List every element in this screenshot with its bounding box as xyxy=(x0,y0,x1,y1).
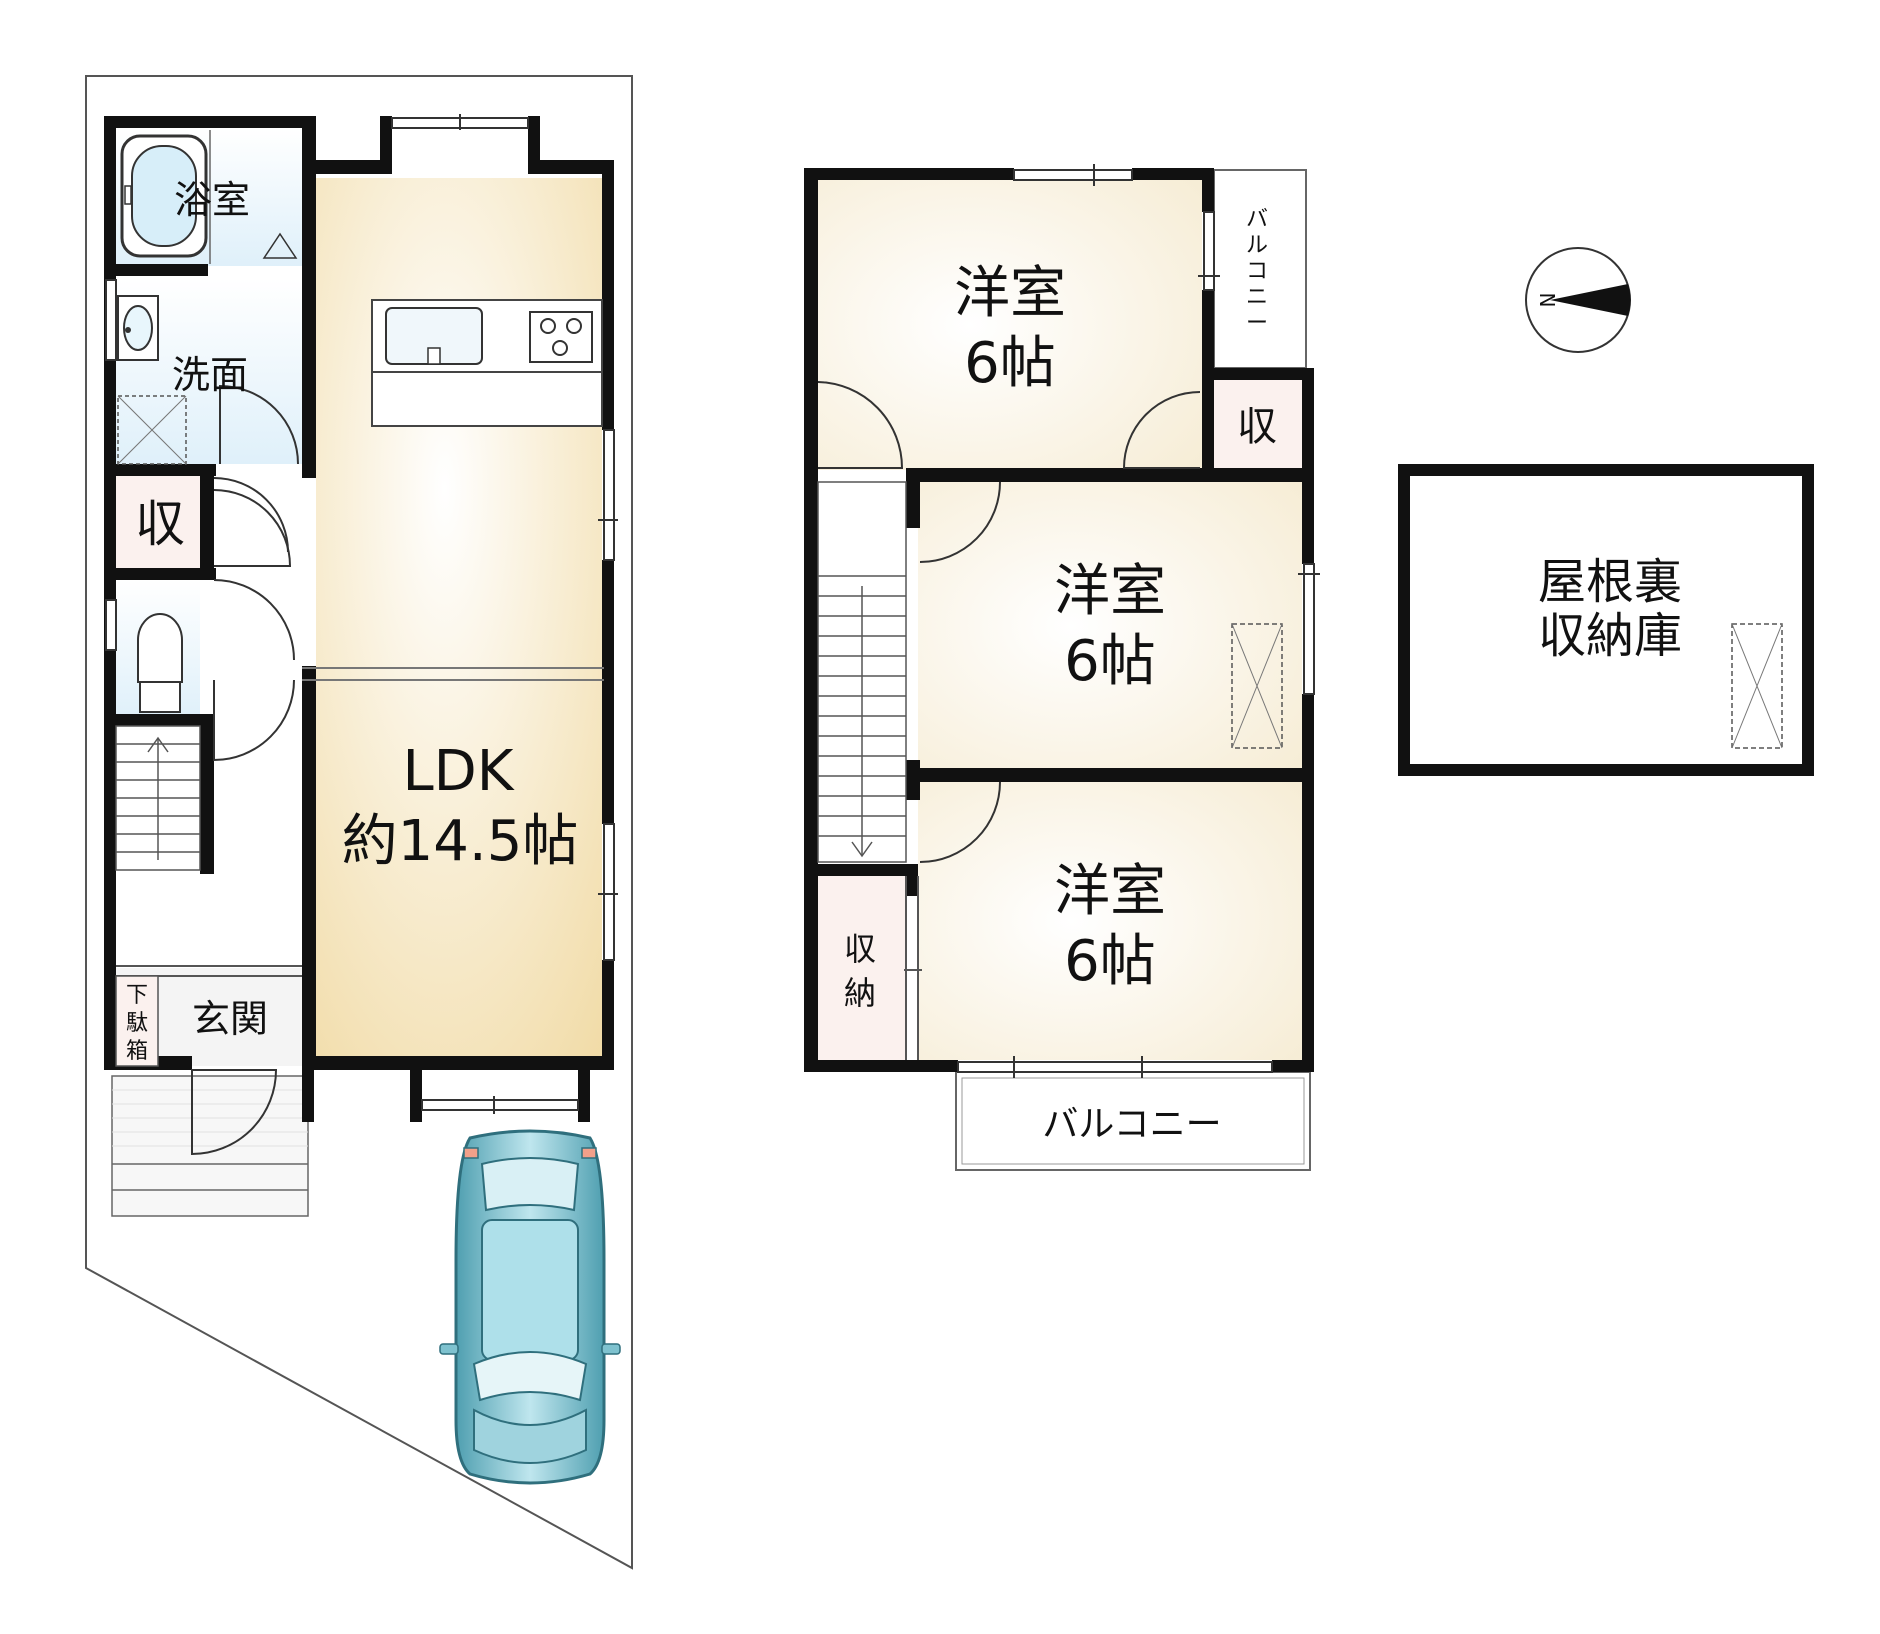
car-icon xyxy=(439,1129,621,1485)
door-swing xyxy=(219,384,299,465)
room1-floor xyxy=(816,180,1202,470)
window xyxy=(603,429,615,561)
kitchen-sink-icon xyxy=(385,307,483,365)
window xyxy=(1013,169,1133,181)
attic-label-line1: 屋根裏 xyxy=(1538,554,1682,610)
attic-hatch xyxy=(1731,623,1783,749)
shoe-box-label-1: 下 xyxy=(126,983,148,1008)
compass-north-label: N xyxy=(1535,293,1559,308)
lot-boundary xyxy=(85,75,633,1570)
stairs-icon xyxy=(817,481,907,863)
floor-2-walls xyxy=(804,168,1314,1072)
washing-machine-space xyxy=(117,395,187,465)
storage-2-floor xyxy=(1214,380,1302,470)
window xyxy=(957,1061,1273,1073)
door-swing xyxy=(919,781,1001,863)
bath-label: 浴室 xyxy=(174,178,250,222)
attic-hatch xyxy=(1231,623,1283,749)
attic-storage: 屋根裏 収納庫 xyxy=(1398,464,1814,776)
window xyxy=(1203,211,1215,291)
stairs-icon xyxy=(115,725,201,871)
closet-floor xyxy=(816,876,906,1060)
room3-size-label: 6帖 xyxy=(1064,929,1156,994)
svg-text:バ: バ xyxy=(1246,207,1268,232)
svg-text:ニ: ニ xyxy=(1246,285,1268,310)
floor-1: 浴室 洗面 収 LDK 約14.5帖 玄関 下 駄 箱 xyxy=(85,75,633,1570)
room3-floor xyxy=(918,782,1302,1060)
entrance-label: 玄関 xyxy=(192,997,268,1041)
balcony-area xyxy=(955,1071,1311,1171)
storage-1-floor xyxy=(116,476,200,568)
ldk-name-label: LDK xyxy=(402,739,514,804)
room2-floor xyxy=(918,482,1302,770)
floor-2: 洋室 6帖 洋室 6帖 洋室 6帖 収 収 納 バルコニー バ ル コ ニ ー xyxy=(804,164,1320,1171)
svg-text:ー: ー xyxy=(1246,311,1268,336)
small-balcony xyxy=(1213,169,1307,369)
balcony-label: バルコニー xyxy=(1042,1104,1221,1145)
washbasin-icon xyxy=(117,295,159,361)
shoe-box-label-2: 駄 xyxy=(126,1011,148,1036)
closet-label-2: 納 xyxy=(844,974,876,1012)
window xyxy=(105,599,117,651)
compass-icon: N xyxy=(1525,247,1631,353)
floor-1-walls xyxy=(104,116,614,1122)
small-balcony-label: バ ル コ ニ ー xyxy=(1246,207,1268,336)
door-swing xyxy=(213,679,295,762)
bathtub-icon xyxy=(120,134,208,258)
room1-size-label: 6帖 xyxy=(964,331,1056,396)
toilet-icon xyxy=(137,613,183,713)
storage-label: 収 xyxy=(135,495,185,553)
room2-size-label: 6帖 xyxy=(1064,629,1156,694)
door-swing xyxy=(213,579,295,661)
window xyxy=(603,823,615,961)
window xyxy=(1303,563,1315,695)
door-swing xyxy=(213,477,289,553)
shoe-box-label-3: 箱 xyxy=(126,1039,148,1064)
storage-small-label: 収 xyxy=(1237,404,1277,450)
door-swing xyxy=(191,1069,278,1156)
room2-name-label: 洋室 xyxy=(1054,559,1166,624)
ldk-size-label: 約14.5帖 xyxy=(342,809,579,874)
door-swing xyxy=(1122,391,1201,469)
svg-text:コ: コ xyxy=(1246,259,1268,284)
door-swing xyxy=(919,481,1001,563)
door-swing xyxy=(817,381,904,469)
svg-text:ル: ル xyxy=(1246,233,1268,258)
shoe-cabinet xyxy=(115,975,159,1067)
room3-name-label: 洋室 xyxy=(1054,859,1166,924)
door-swing xyxy=(213,489,292,567)
stove-icon xyxy=(529,311,593,363)
window xyxy=(421,1099,579,1111)
washroom-label: 洗面 xyxy=(172,353,248,397)
closet-label-1: 収 xyxy=(844,930,876,968)
window xyxy=(105,279,117,361)
room1-name-label: 洋室 xyxy=(954,261,1066,326)
attic-label-line2: 収納庫 xyxy=(1538,608,1682,664)
